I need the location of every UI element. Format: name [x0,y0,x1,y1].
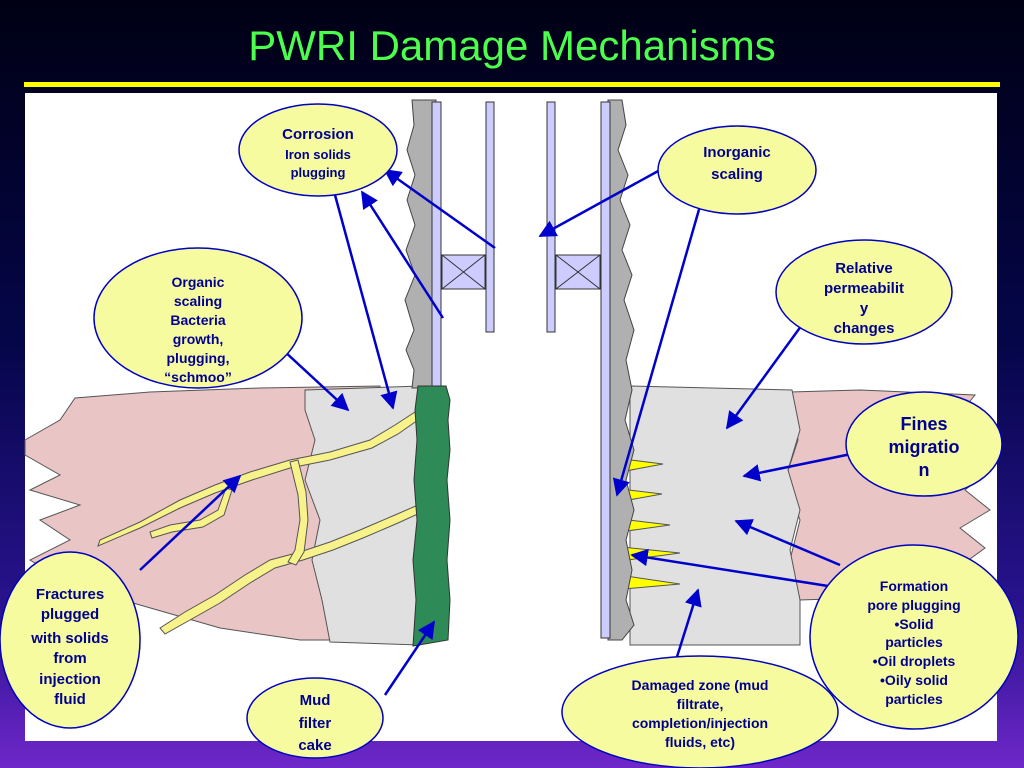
fractures-line-1: Fractures [36,586,104,603]
fractures-callout: Fractures plugged with solids from injec… [0,551,141,729]
relperm-line-3: y [860,300,869,317]
formation-line-7: particles [885,691,943,707]
formation-line-2: pore plugging [867,597,960,613]
left-packer [441,254,486,290]
left-liner [431,101,442,393]
fines-line-2: migratio [888,437,959,457]
mud-filter-cake-callout: Mud filter cake [246,677,384,759]
fractures-line-3: with solids [30,630,109,647]
mud-line-3: cake [298,737,331,754]
organic-line-2: scaling [174,293,222,309]
relperm-line-1: Relative [835,260,893,277]
right-damaged-zone [629,385,801,646]
organic-line-6: “schmoo” [164,369,232,385]
title-underline [24,82,1000,87]
callout-arrows [139,168,857,696]
inorganic-line-1: Inorganic [703,144,771,161]
fractures [97,411,421,635]
fines-line-3: n [919,460,930,480]
organic-line-4: growth, [173,331,224,347]
right-tubing [546,101,556,333]
mud-line-2: filter [299,715,332,732]
relperm-line-4: changes [834,320,895,337]
organic-line-1: Organic [172,274,225,290]
right-packer [555,254,601,290]
mud-line-1: Mud [300,692,331,709]
relperm-line-2: permeabilit [824,280,904,297]
damaged-line-1: Damaged zone (mud [632,677,769,693]
organic-line-3: Bacteria [170,312,225,328]
formation-line-4: particles [885,634,943,650]
damaged-line-4: fluids, etc) [665,734,735,750]
formation-line-1: Formation [880,578,948,594]
damaged-line-2: filtrate, [677,696,724,712]
damaged-zone-callout: Damaged zone (mud filtrate, completion/i… [561,655,839,768]
formation-line-6: •Oily solid [880,672,948,688]
slide-title: PWRI Damage Mechanisms [248,22,776,69]
fractures-line-6: fluid [54,691,86,708]
inorganic-line-2: scaling [711,166,763,183]
corrosion-callout: Corrosion Iron solids plugging [238,103,398,197]
organic-scaling-callout: Organic scaling Bacteria growth, pluggin… [93,247,303,389]
relative-permeability-callout: Relative permeabilit y changes [775,239,953,345]
fractures-line-4: from [53,650,86,667]
organic-line-5: plugging, [167,350,230,366]
fractures-line-2: plugged [41,606,99,623]
left-tubing [485,101,495,333]
right-liner [600,101,611,639]
corrosion-line-3: plugging [291,165,346,180]
damaged-line-3: completion/injection [632,715,768,731]
formation-plugging-callout: Formation pore plugging •Solid particles… [809,544,1019,730]
inorganic-scaling-callout: Inorganic scaling [657,125,817,215]
fractures-line-5: injection [39,671,101,688]
fines-migration-callout: Fines migratio n [845,391,1003,497]
mud-filter-cake [412,385,451,647]
left-casing [404,99,437,389]
formation-line-5: •Oil droplets [873,653,956,669]
corrosion-line-1: Corrosion [282,126,354,143]
right-casing [607,99,635,641]
formation-line-3: •Solid [894,616,933,632]
fines-line-1: Fines [900,414,947,434]
corrosion-line-2: Iron solids [285,147,351,162]
